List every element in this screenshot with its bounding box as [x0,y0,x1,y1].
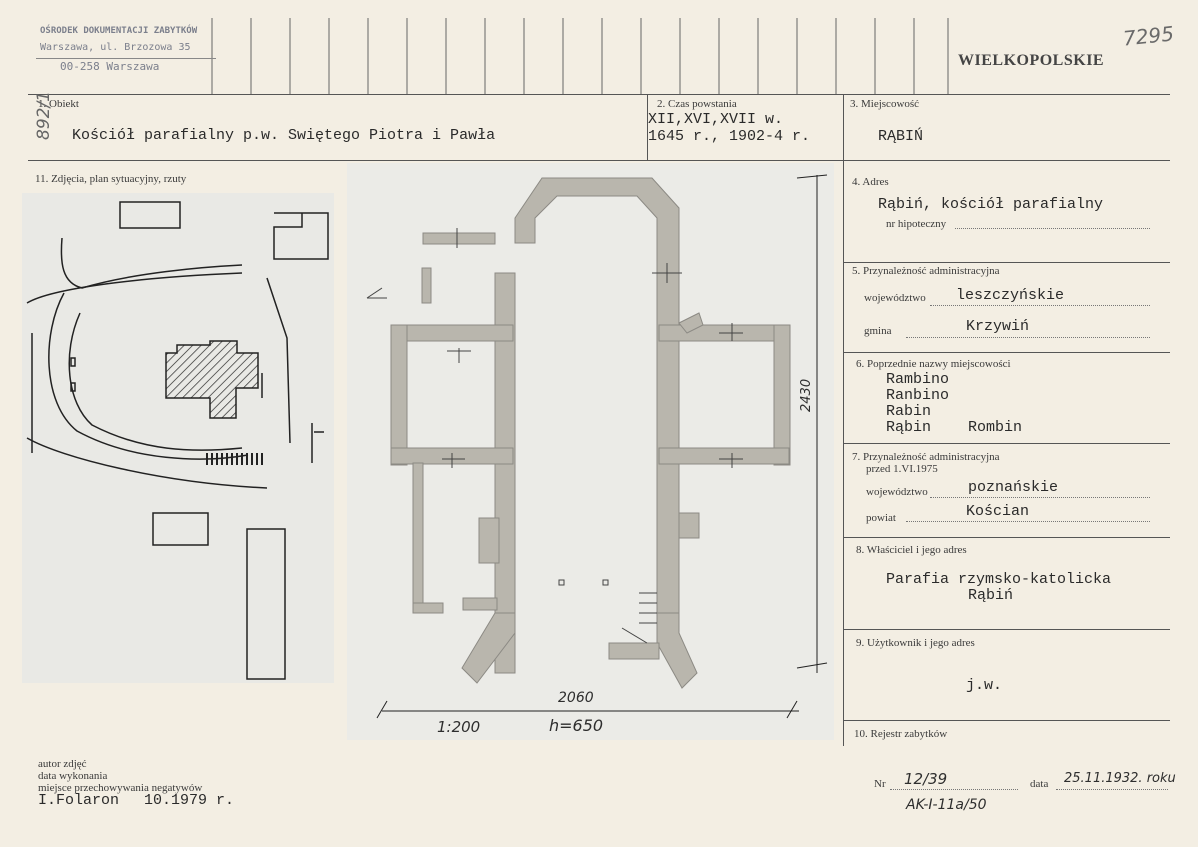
dots-woj-przed [930,497,1150,498]
label-rejestr-nr: Nr [874,778,886,790]
top-strip-columns [211,18,949,94]
label-adres: 4. Adres [852,176,889,188]
prev-name-3: Rabin [886,403,932,420]
divider-obiekt-czas [647,94,648,161]
plan-length-dimension: 2430 [799,378,814,412]
archive-stamp-line2: Warszawa, ul. Brzozowa 35 [40,42,191,53]
label-przyn-przed: 7. Przynależność administracyjna [852,451,1000,463]
label-nr-hipoteczny: nr hipoteczny [886,218,947,230]
label-rejestr: 10. Rejestr zabytków [854,728,948,740]
label-miejscowosc: 3. Miejscowość [850,98,920,110]
floor-plan-drawing [366,174,828,719]
label-wojewodztwo-przed: województwo [866,486,928,498]
label-uzytkownik: 9. Użytkownik i jego adres [856,637,975,649]
prev-name-2: Ranbino [886,387,950,404]
label-autor: autor zdjęć [38,758,87,770]
church-footprint [165,340,259,419]
plan-width-dimension: 2060 [558,690,594,706]
row-wlasc-bottom [843,629,1170,630]
row-poprz-bottom [843,443,1170,444]
site-plan-drawing [26,201,329,680]
value-wlasciciel-line1: Parafia rzymsko-katolicka [886,571,1112,588]
label-rejestr-data: data [1030,778,1049,790]
dots-hipoteczny [955,228,1150,229]
floor-plan-photo [347,163,834,740]
value-adres: Rąbiń, kościół parafialny [878,196,1104,213]
value-rejestr-second: AK-I-11a/50 [906,797,987,813]
label-miejsce: miejsce przechowywania negatywów [38,782,203,794]
row-przyn-bottom [843,352,1170,353]
value-czas-line1: XII,XVI,XVII w. [648,111,784,128]
value-obiekt: Kościół parafialny p.w. Swiętego Piotra … [72,127,496,144]
region-name: WIELKOPOLSKIE [958,52,1105,69]
archive-stamp-line3: 00-258 Warszawa [60,60,160,73]
value-gmina: Krzywiń [966,318,1030,335]
value-autor: I.Folaron [38,792,120,809]
label-przed-data: przed 1.VI.1975 [866,463,938,475]
stamp-underline [36,58,216,59]
dots-wojewodztwo [930,305,1150,306]
dots-gmina [906,337,1150,338]
value-miejscowosc: RĄBIŃ [878,128,924,145]
label-czas: 2. Czas powstania [657,98,737,110]
archive-stamp-line1: OŚRODEK DOKUMENTACJI ZABYTKÓW [40,26,198,36]
prev-name-5: Rombin [968,419,1023,436]
value-rejestr-nr: 12/39 [904,770,948,788]
label-obiekt: 1. Obiekt [38,98,79,110]
site-plan-photo [22,193,334,683]
value-uzytkownik: j.w. [966,677,1003,694]
divider-czas-miejsc [843,94,844,746]
label-gmina: gmina [864,325,892,337]
dots-rejestr-data [1056,789,1168,790]
value-rejestr-data: 25.11.1932. roku [1064,771,1176,786]
label-zdjecia: 11. Zdjęcia, plan sytuacyjny, rzuty [35,173,187,185]
plan-scale: 1:200 [437,718,481,736]
dots-rejestr-nr [890,789,1018,790]
label-wlasciciel: 8. Właściciel i jego adres [856,544,967,556]
row1-bottom [28,160,1170,161]
label-przynaleznosc: 5. Przynależność administracyjna [852,265,1000,277]
value-wojewodztwo-przed: poznańskie [968,479,1059,496]
label-powiat: powiat [866,512,896,524]
prev-name-4: Rąbin [886,419,932,436]
top-strip [28,18,1170,95]
value-czas-line2: 1645 r., 1902-4 r. [648,128,811,145]
label-wojewodztwo: województwo [864,292,926,304]
value-data: 10.1979 r. [144,792,235,809]
label-data-wykonania: data wykonania [38,770,108,782]
row-adres-bottom [843,262,1170,263]
label-poprzednie: 6. Poprzednie nazwy miejscowości [856,358,1011,370]
value-wojewodztwo: leszczyńskie [956,287,1065,304]
row-uzytk-bottom [843,720,1170,721]
dots-powiat [906,521,1150,522]
plan-height: h=650 [549,716,604,735]
value-wlasciciel-line2: Rąbiń [968,587,1014,604]
side-number: 892/1 [34,91,54,140]
prev-name-1: Rambino [886,371,950,388]
value-powiat: Kościan [966,503,1030,520]
row-przed-bottom [843,537,1170,538]
